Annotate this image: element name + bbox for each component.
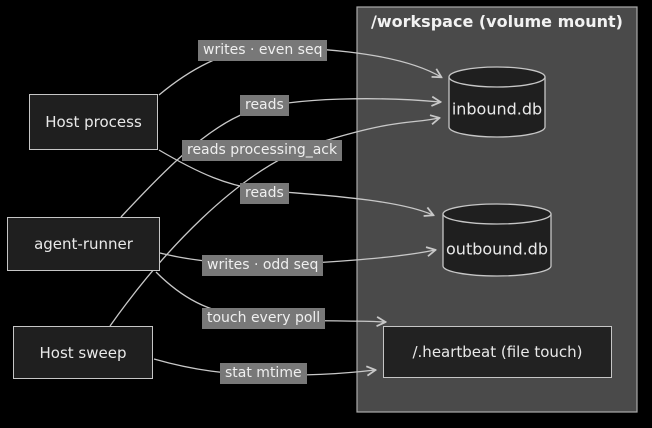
host-process-label: Host process — [45, 113, 142, 131]
edge-label-reads-inbound: reads — [240, 95, 289, 116]
inbound-db-label: inbound.db — [451, 99, 543, 119]
edge-label-reads-outbound: reads — [240, 183, 289, 204]
edge-label-touch-every-poll: touch every poll — [202, 308, 326, 329]
edge-label-writes-even-seq: writes · even seq — [198, 40, 328, 61]
inbound-db-cylinder — [448, 66, 546, 138]
agent-runner-node: agent-runner — [7, 217, 160, 271]
edge-label-reads-processing-ack: reads processing_ack — [182, 140, 343, 161]
host-sweep-label: Host sweep — [39, 343, 127, 362]
outbound-db-cylinder — [442, 203, 552, 277]
edge-label-stat-mtime: stat mtime — [220, 363, 307, 384]
workspace-panel-title: /workspace (volume mount) — [371, 12, 623, 31]
host-sweep-node: Host sweep — [13, 326, 153, 379]
host-process-node: Host process — [29, 94, 158, 150]
heartbeat-node: /.heartbeat (file touch) — [383, 326, 612, 378]
agent-runner-label: agent-runner — [34, 235, 133, 253]
heartbeat-label: /.heartbeat (file touch) — [412, 343, 583, 361]
edge-label-writes-odd-seq: writes · odd seq — [202, 255, 324, 276]
outbound-db-label: outbound.db — [446, 239, 548, 259]
